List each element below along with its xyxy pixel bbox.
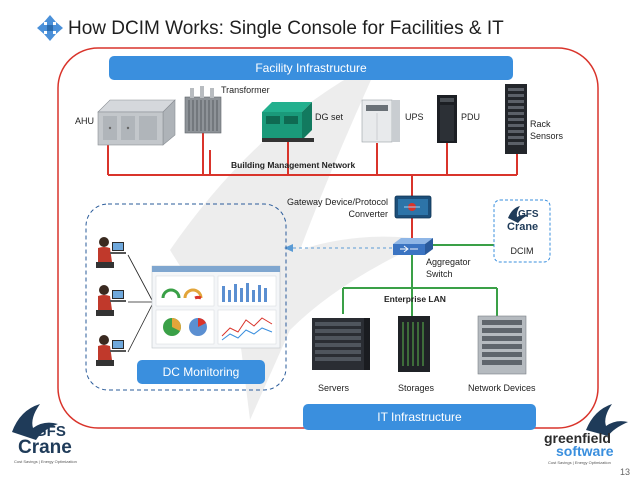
greenfield-bird-logo [586, 404, 628, 436]
greenfield-logo-top: greenfield [544, 430, 611, 446]
servers-label: Servers [318, 383, 350, 393]
operator-figures [96, 237, 126, 366]
pdu-label: PDU [461, 112, 481, 122]
ahu-label: AHU [75, 116, 95, 126]
gfs-logo-bottom: Crane [18, 437, 72, 458]
dcim-logo-bottom: Crane [507, 221, 539, 233]
monitoring-arrow [284, 244, 392, 252]
ups-unit [361, 99, 400, 143]
bms-label: Building Management Network [231, 160, 356, 170]
pdu-unit [437, 95, 457, 143]
ups-label: UPS [405, 112, 424, 122]
page-number: 13 [620, 467, 631, 477]
storage-rack [398, 316, 430, 372]
dc-monitoring-banner: DC Monitoring [137, 360, 265, 384]
greenfield-tagline: Cost Savings | Energy Optimization [548, 460, 611, 465]
dcim-box [493, 199, 551, 263]
dcim-label: DCIM [510, 246, 534, 256]
rack-unit [505, 84, 527, 154]
gfs-bird-logo [12, 404, 58, 440]
it-banner: IT Infrastructure [303, 404, 536, 430]
gfs-tagline: Cost Savings | Energy Optimization [14, 459, 77, 464]
dg-set-label: DG set [315, 112, 344, 122]
operator-links [127, 254, 153, 353]
network-chassis [477, 315, 527, 375]
gfs-logo-top: GFS [35, 423, 66, 440]
aggregator-switch [393, 238, 433, 255]
server-cluster [312, 318, 370, 370]
rack-sensors-label-2: Sensors [530, 131, 564, 141]
dcim-logo-top: GFS [518, 209, 539, 220]
facility-banner: Facility Infrastructure [109, 56, 513, 80]
rack-sensors-label-1: Rack [530, 119, 551, 129]
network-devices-label: Network Devices [468, 383, 536, 393]
gateway-label-2: Converter [348, 209, 388, 219]
facility-bus [107, 133, 518, 238]
greenfield-logo-bottom: software [556, 443, 614, 459]
slide-title: How DCIM Works: Single Console for Facil… [68, 18, 504, 39]
compass-arrows-icon [37, 15, 63, 41]
aggregator-label-2: Switch [426, 269, 453, 279]
dashboard-thumbnail [151, 265, 281, 349]
dcim-bird-icon [508, 206, 528, 223]
gateway-device [394, 195, 432, 219]
transformer-label: Transformer [221, 85, 270, 95]
lan-label: Enterprise LAN [384, 294, 446, 304]
gateway-label-1: Gateway Device/Protocol [286, 197, 388, 207]
storages-label: Storages [398, 383, 435, 393]
aggregator-label-1: Aggregator [426, 257, 471, 267]
monitoring-frame [85, 203, 287, 391]
ahu-unit [97, 99, 176, 146]
transformer-unit [184, 86, 222, 134]
dg-set-unit [262, 102, 314, 142]
